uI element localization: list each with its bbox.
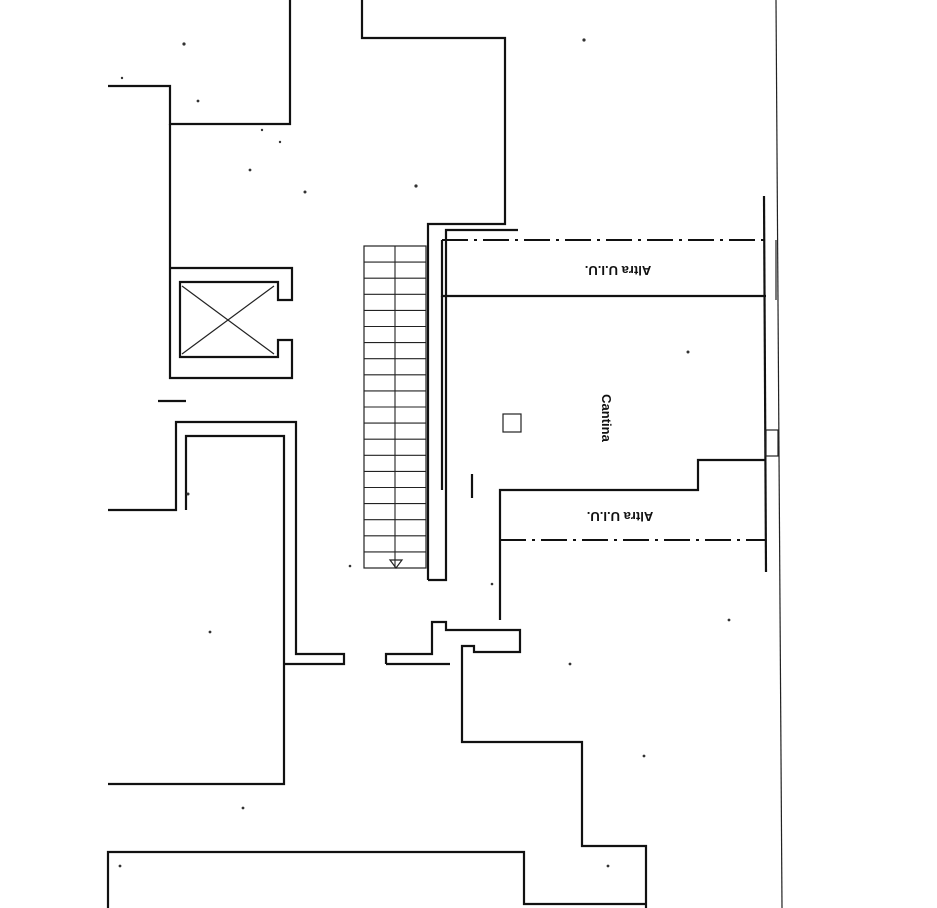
wall-left-lower <box>108 420 346 786</box>
room-altra-uiu-upper: Altra U.I.U. <box>440 239 766 298</box>
property-boundary <box>762 0 783 908</box>
wall-bottom <box>106 850 646 908</box>
wall-stair-partition <box>428 228 518 582</box>
elevator-shaft <box>168 124 294 380</box>
label-altra-uiu-lower: Altra U.I.U. <box>587 509 653 524</box>
wall-top-left <box>108 0 292 126</box>
wall-top-center <box>360 0 507 580</box>
room-cantina: Cantina <box>440 296 614 490</box>
room-altra-uiu-lower: Altra U.I.U. <box>498 458 766 620</box>
scan-specks <box>118 38 731 868</box>
staircase <box>363 245 427 569</box>
label-cantina: Cantina <box>599 394 614 442</box>
wall-corridor-lower <box>384 620 648 908</box>
label-altra-uiu-upper: Altra U.I.U. <box>585 263 651 278</box>
